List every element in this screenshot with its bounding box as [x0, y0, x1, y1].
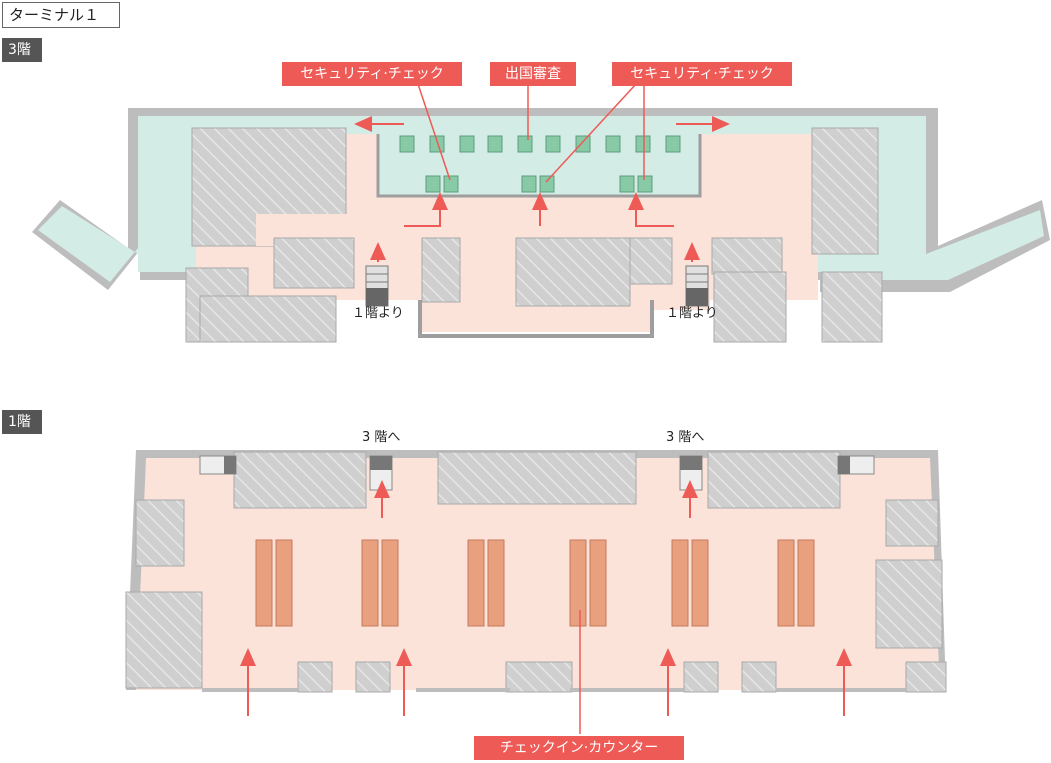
- terminal-title: ターミナル１: [2, 2, 120, 28]
- check-in-counters: [255, 539, 815, 627]
- stairs-icon: [369, 455, 393, 491]
- passport-control-booths: [399, 135, 681, 153]
- security-gates: [425, 175, 653, 193]
- stairs-from-1f-label-left: １階より: [352, 306, 404, 321]
- floor-3-plan: [32, 83, 1050, 343]
- stairs-to-3f-label-left: 3 階へ: [360, 430, 403, 446]
- stairs-from-1f-label-right: １階より: [666, 306, 718, 321]
- stairs-icon: [679, 455, 703, 491]
- floor-1-tag: 1階: [2, 410, 42, 434]
- security-check-callout-left: セキュリティ·チェック: [282, 62, 462, 86]
- check-in-counter-callout: チェックイン·カウンター: [474, 736, 684, 760]
- direction-arrow-icon: [240, 480, 852, 716]
- stairs-icon: [837, 455, 875, 475]
- direction-arrow-icon: [354, 116, 730, 262]
- check-in-hall-floor: [136, 458, 940, 690]
- stairs-icon: [199, 455, 237, 475]
- passport-control-callout: 出国審査: [490, 62, 576, 86]
- security-check-callout-right: セキュリティ·チェック: [612, 62, 792, 86]
- floor-3-tag: 3階: [2, 38, 42, 62]
- stairs-icon: [365, 265, 389, 307]
- stairs-to-3f-label-right: 3 階へ: [664, 430, 707, 446]
- floor-1-plan: [125, 450, 947, 734]
- stairs-icon: [685, 265, 709, 307]
- callout-leaders: [417, 83, 645, 183]
